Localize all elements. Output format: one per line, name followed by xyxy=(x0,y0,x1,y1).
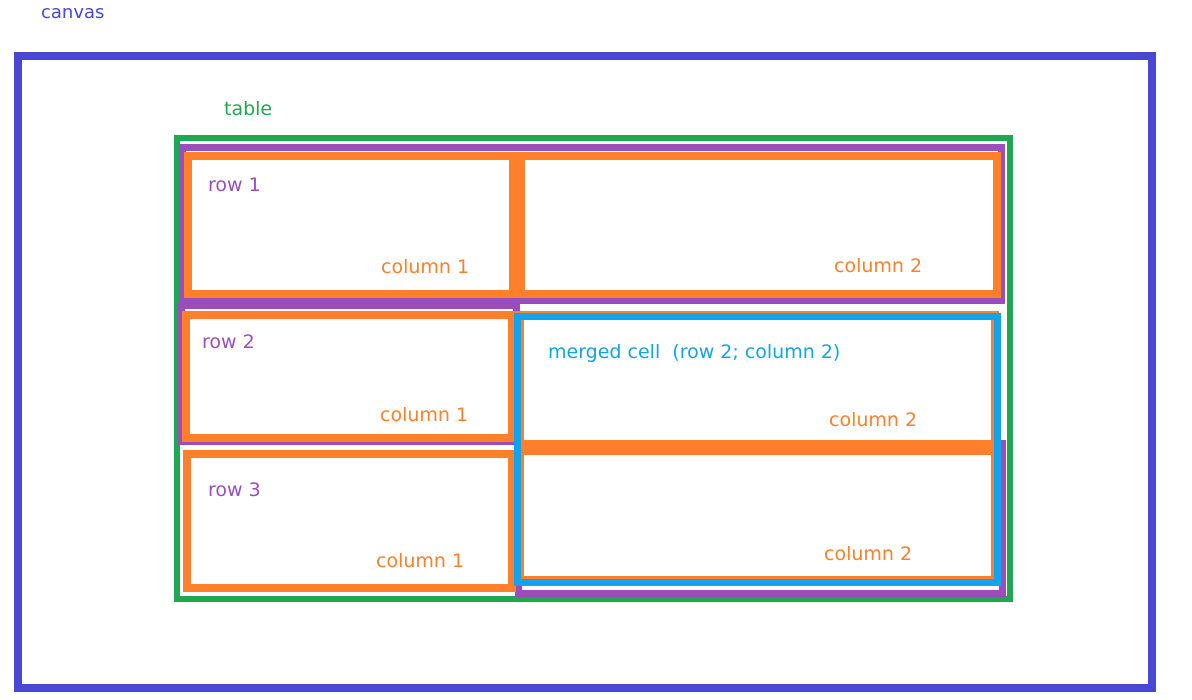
canvas-frame xyxy=(14,52,1156,692)
table-frame xyxy=(174,135,1013,602)
cell-row-3-column-1 xyxy=(183,450,516,592)
row-2-column-2-label: column 2 xyxy=(829,409,918,431)
row-1-column-1-label: column 1 xyxy=(381,256,470,278)
row-3-column-2-label: column 2 xyxy=(824,543,913,565)
cell-row-2-column-1 xyxy=(182,311,516,442)
merged-cell-label: merged cell (row 2; column 2) xyxy=(548,341,841,363)
row-2-column-1-label: column 1 xyxy=(380,404,469,426)
row-3-column-1-label: column 1 xyxy=(376,550,465,572)
canvas-label: canvas xyxy=(41,2,105,23)
row-2-label: row 2 xyxy=(202,331,255,353)
merged-cell-frame xyxy=(514,313,1001,586)
cell-row-1-column-2 xyxy=(517,152,1001,298)
row-1-frame xyxy=(179,144,1005,304)
row-1-label: row 1 xyxy=(208,174,261,196)
row-1-column-2-label: column 2 xyxy=(834,255,923,277)
cell-row-1-column-1 xyxy=(184,152,517,298)
table-label: table xyxy=(224,98,273,120)
row-3-label: row 3 xyxy=(208,479,261,501)
